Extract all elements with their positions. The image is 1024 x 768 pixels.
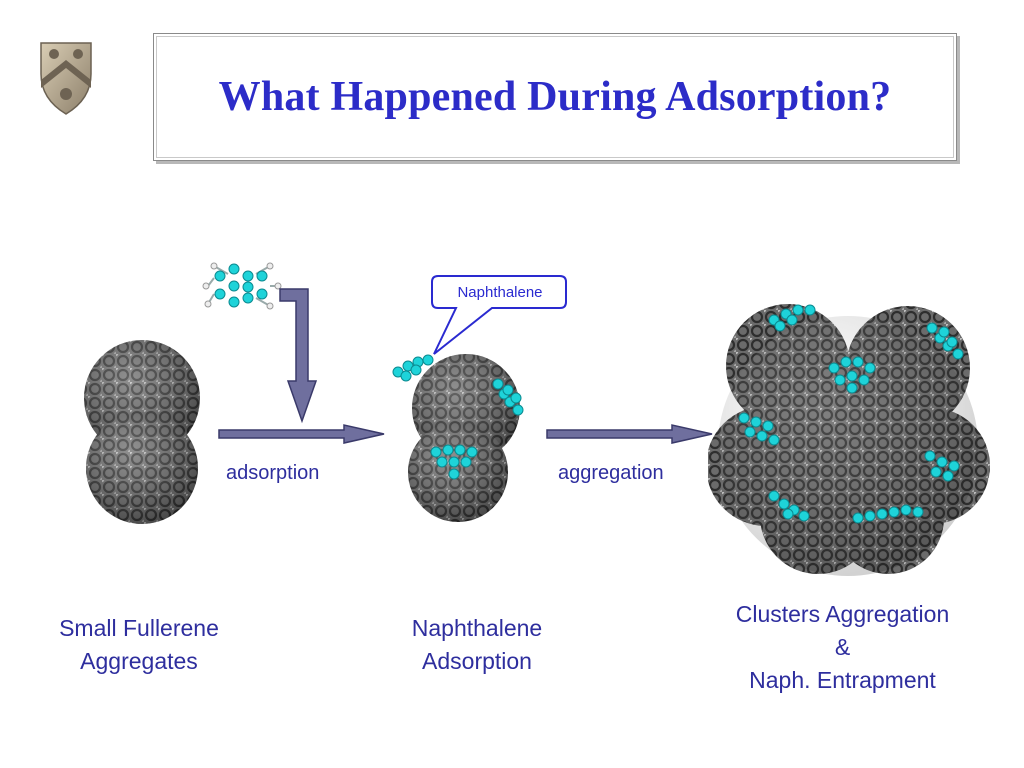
adsorption-label: adsorption	[226, 462, 320, 484]
callout-label: Naphthalene	[457, 284, 543, 301]
page-title: What Happened During Adsorption?	[218, 74, 892, 120]
naphthalene-callout	[431, 275, 567, 355]
caption-naphthalene-adsorption: Naphthalene Adsorption	[362, 612, 592, 678]
caption-middle-line1: Naphthalene	[411, 615, 543, 641]
adsorption-down-arrow	[279, 288, 318, 424]
aggregation-right-arrow	[546, 424, 713, 444]
caption-left-line1: Small Fullerene	[59, 615, 219, 641]
caption-small-fullerene-aggregates: Small Fullerene Aggregates	[24, 612, 254, 678]
adsorption-right-arrow	[218, 424, 385, 444]
aggregation-label: aggregation	[558, 462, 664, 484]
caption-right-line1: Clusters Aggregation	[735, 601, 950, 627]
title-box: What Happened During Adsorption?	[153, 33, 957, 161]
caption-left-line2: Aggregates	[80, 648, 198, 674]
caption-middle-line2: Adsorption	[422, 648, 532, 674]
fullerene-with-naphthalene	[392, 354, 524, 522]
crest-shield-icon	[40, 42, 92, 115]
fullerene-aggregate-small	[84, 340, 200, 524]
caption-clusters-aggregation: Clusters Aggregation & Naph. Entrapment	[700, 598, 985, 697]
caption-right-line3: Naph. Entrapment	[749, 667, 936, 693]
naphthalene-molecule-icon	[202, 262, 282, 310]
fullerene-cluster-large	[708, 304, 990, 576]
caption-right-line2: &	[834, 634, 851, 660]
